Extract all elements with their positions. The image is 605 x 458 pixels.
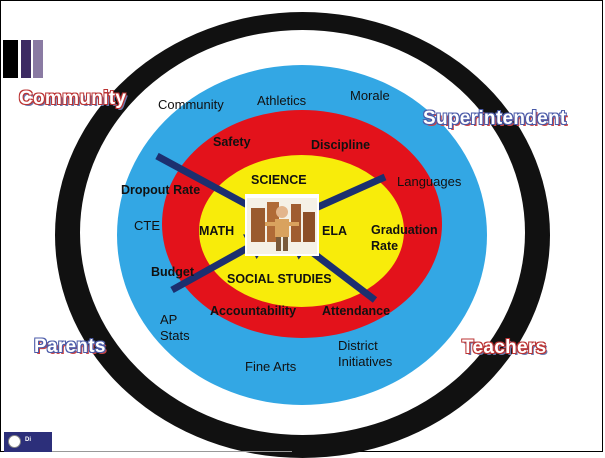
label-district-initiatives: District Initiatives (338, 338, 393, 369)
district-logo: Di (4, 432, 52, 452)
label-parents: Parents (34, 336, 106, 357)
label-dropout-rate: Dropout Rate (121, 183, 201, 197)
label-safety: Safety (213, 135, 251, 149)
footer-divider (52, 451, 292, 452)
businessman-icon (245, 194, 319, 256)
label-athletics: Athletics (257, 93, 307, 108)
label-morale: Morale (350, 88, 390, 103)
label-community-outer: Community (19, 88, 127, 109)
label-accountability: Accountability (210, 304, 297, 318)
label-cte: CTE (134, 218, 160, 233)
district-seal-icon (8, 435, 21, 448)
label-graduation-rate: Graduation Rate (371, 223, 438, 253)
label-discipline: Discipline (311, 138, 371, 152)
label-community: Community (158, 97, 224, 112)
label-languages: Languages (397, 174, 462, 189)
label-budget: Budget (151, 265, 195, 279)
logo-text: Di (25, 437, 31, 443)
label-attendance: Attendance (322, 304, 391, 318)
label-superintendent: Superintendent (423, 108, 567, 129)
label-social-studies: SOCIAL STUDIES (227, 272, 332, 286)
label-teachers: Teachers (462, 337, 547, 358)
label-science: SCIENCE (251, 173, 307, 187)
label-fine-arts: Fine Arts (245, 359, 297, 374)
label-ap-stats: AP Stats (160, 312, 190, 343)
label-ela: ELA (322, 224, 347, 238)
label-math: MATH (199, 224, 235, 238)
